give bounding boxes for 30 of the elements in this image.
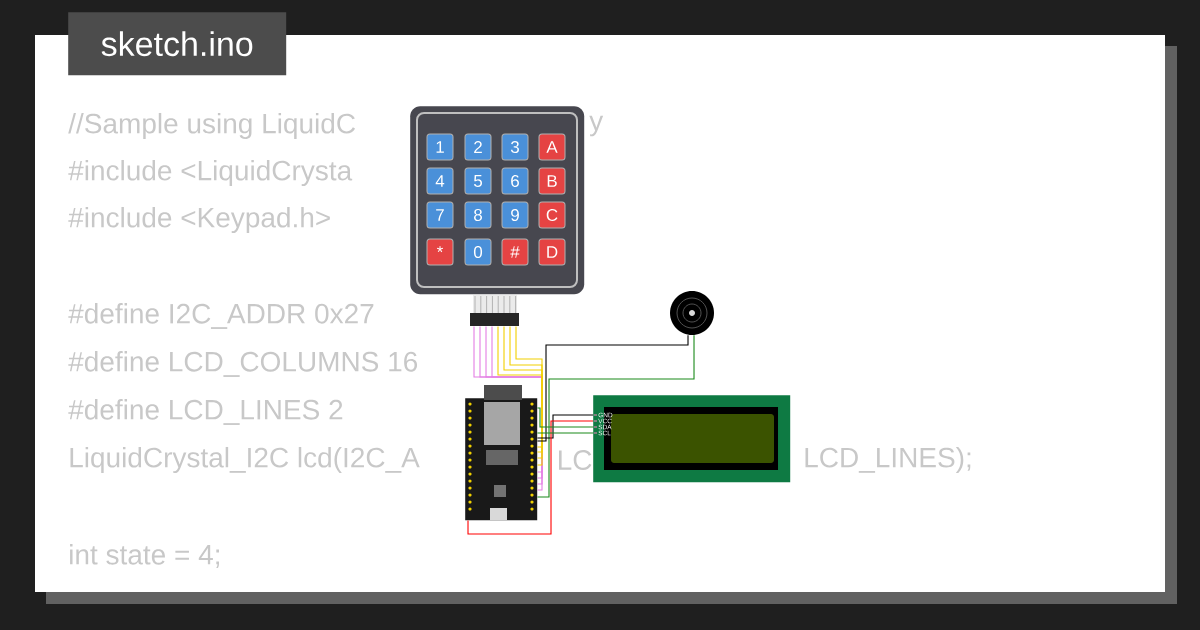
lcd-display-drawing bbox=[593, 395, 791, 483]
wire bbox=[503, 325, 543, 459]
keypad-key: 4 bbox=[426, 167, 454, 195]
keypad-key: 5 bbox=[464, 167, 492, 195]
keypad-key: D bbox=[538, 238, 566, 266]
keypad-key: * bbox=[426, 238, 454, 266]
wire bbox=[467, 420, 594, 535]
keypad-key: 7 bbox=[426, 201, 454, 229]
wire bbox=[536, 414, 594, 439]
microcontroller-board-drawing bbox=[465, 385, 538, 521]
wire bbox=[536, 334, 689, 442]
wire bbox=[536, 432, 594, 434]
wire bbox=[536, 407, 594, 428]
buzzer-drawing bbox=[670, 291, 714, 335]
keypad-key: 0 bbox=[464, 238, 492, 266]
keypad-key: 3 bbox=[501, 133, 529, 161]
keypad-key: A bbox=[538, 133, 566, 161]
keypad-key: 8 bbox=[464, 201, 492, 229]
keypad-key: 2 bbox=[464, 133, 492, 161]
keypad-key: 6 bbox=[501, 167, 529, 195]
wire bbox=[497, 325, 543, 466]
wire bbox=[509, 325, 543, 453]
keypad-key: 9 bbox=[501, 201, 529, 229]
wire bbox=[515, 325, 543, 448]
keypad-key: C bbox=[538, 201, 566, 229]
wire bbox=[536, 334, 695, 498]
keypad-key: 1 bbox=[426, 133, 454, 161]
keypad-key: # bbox=[501, 238, 529, 266]
file-tab: sketch.ino bbox=[68, 12, 287, 76]
keypad-key: B bbox=[538, 167, 566, 195]
